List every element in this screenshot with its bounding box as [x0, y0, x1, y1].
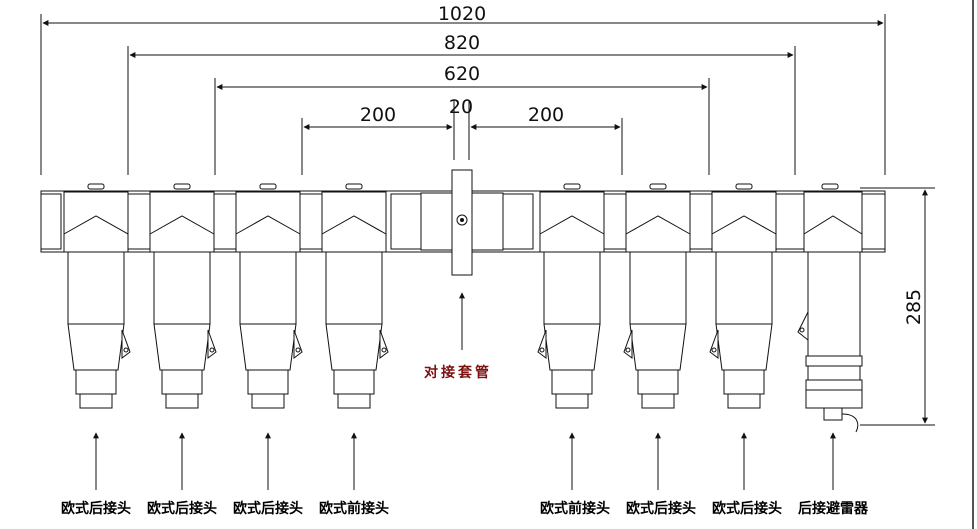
connector-unit-3: [235, 183, 303, 409]
connector-unit-7: [709, 183, 777, 409]
label-right-4: 后接避雷器: [798, 500, 869, 517]
label-right-1: 欧式前接头: [540, 500, 610, 517]
dimension-20-text: 20: [449, 96, 473, 118]
connector-unit-6: [623, 183, 691, 409]
dimension-right-200-text: 200: [528, 104, 564, 126]
dimension-left-200-text: 200: [360, 104, 396, 126]
surge-arrester-unit: [797, 183, 863, 433]
label-left-1: 欧式后接头: [61, 500, 131, 517]
dimension-820-text: 820: [444, 32, 480, 54]
dimension-1020-text: 1020: [438, 3, 486, 25]
label-left-3: 欧式后接头: [233, 500, 303, 517]
pointer-arrows: [93, 292, 836, 490]
dimension-200-20-200: 200 20 200: [301, 96, 623, 175]
dimension-620-text: 620: [444, 63, 480, 85]
label-right-3: 欧式后接头: [712, 500, 782, 517]
label-right-2: 欧式后接头: [626, 500, 696, 517]
dimension-620: 620: [214, 63, 710, 175]
dimension-285-text: 285: [903, 289, 925, 325]
connector-unit-1: [63, 183, 131, 409]
connector-unit-5: [537, 183, 605, 409]
coupling-sleeve-label: 对接套管: [424, 364, 492, 381]
label-left-4: 欧式前接头: [319, 500, 389, 517]
label-left-2: 欧式后接头: [147, 500, 217, 517]
dimension-820: 820: [127, 32, 796, 175]
connector-unit-4: [321, 183, 389, 409]
center-coupling-sleeve: [420, 169, 504, 276]
dimension-1020: 1020: [40, 3, 886, 175]
dimension-285: 285: [860, 187, 935, 426]
connector-unit-2: [149, 183, 217, 409]
